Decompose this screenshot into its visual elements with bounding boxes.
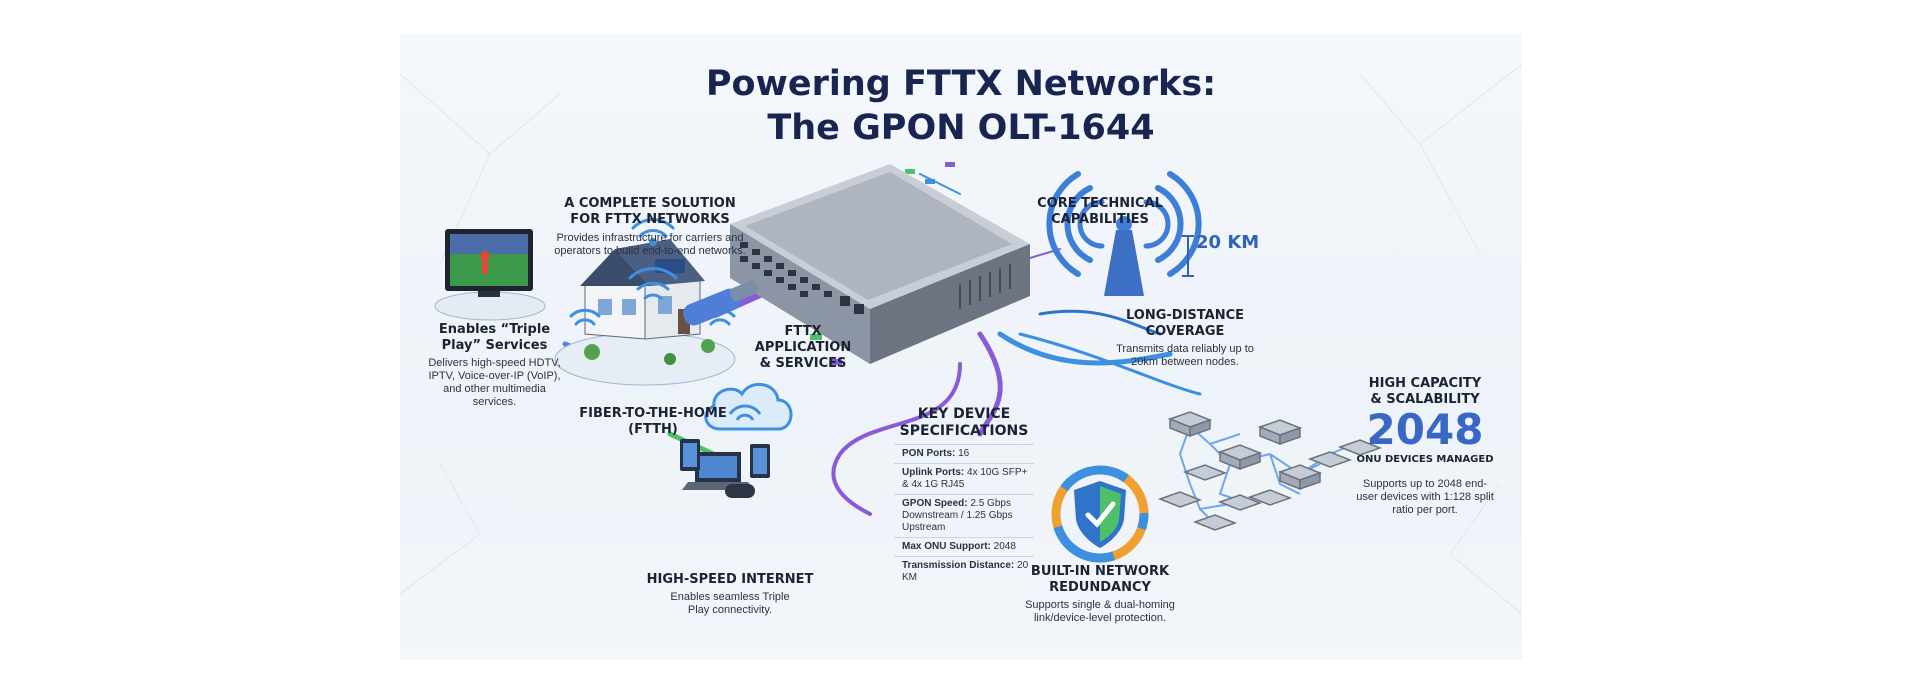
laptop-icon: [682, 452, 754, 490]
gamepad-icon: [725, 484, 755, 498]
core-line-2: CAPABILITIES: [1051, 212, 1149, 227]
capacity-body-1: Supports up to 2048 end-: [1362, 478, 1488, 490]
spec-value: 2048: [993, 541, 1016, 552]
redundancy-body-2: link/device-level protection.: [1033, 612, 1167, 624]
triple-play-heading-1: Enables “Triple: [438, 322, 551, 337]
internet-heading: HIGH-SPEED INTERNET: [646, 572, 814, 587]
triple-play-block: Enables “Triple Play” Services Delivers …: [422, 322, 567, 409]
shield-check-icon: [1051, 465, 1149, 563]
distance-bracket: [1182, 235, 1194, 277]
spec-value: 16: [958, 448, 970, 459]
cloud-icon: [704, 383, 793, 431]
spec-label: Max ONU Support:: [902, 541, 991, 552]
ftth-line-1: FIBER-TO-THE-HOME: [579, 406, 727, 421]
internet-body-1: Enables seamless Triple: [670, 591, 790, 603]
tv-icon: [434, 229, 546, 321]
specs-title-2: SPECIFICATIONS: [899, 423, 1029, 439]
spec-label: Uplink Ports:: [902, 467, 965, 478]
spec-label: Transmission Distance:: [902, 560, 1015, 571]
spec-row: GPON Speed: 2.5 Gbps Downstream / 1.25 G…: [894, 494, 1034, 537]
complete-solution-heading-1: A COMPLETE SOLUTION: [564, 196, 736, 211]
house-icon: [554, 239, 736, 386]
redundancy-heading-1: BUILT-IN NETWORK: [1030, 564, 1170, 579]
triple-play-body-3: and other multimedia: [443, 383, 546, 395]
infographic-card: Powering FTTX Networks: The GPON OLT-164…: [400, 34, 1522, 660]
spec-label: PON Ports:: [902, 448, 956, 459]
internet-body-2: Play connectivity.: [687, 604, 773, 616]
title-line-1: Powering FTTX Networks:: [705, 64, 1217, 104]
fiber-connector-icon: [683, 280, 759, 326]
spec-value: 2.5 Gbps Downstream / 1.25 Gbps Upstream: [902, 498, 1013, 533]
capacity-block: HIGH CAPACITY & SCALABILITY 2048 ONU DEV…: [1345, 376, 1505, 517]
spec-value: 4x 10G SFP+ & 4x 1G RJ45: [902, 467, 1028, 490]
coverage-body-1: Transmits data reliably up to: [1116, 343, 1254, 355]
spec-label: GPON Speed:: [902, 498, 968, 509]
complete-solution-block: A COMPLETE SOLUTION FOR FTTX NETWORKS Pr…: [550, 196, 750, 258]
wifi-icon: [631, 218, 675, 246]
redundancy-body-1: Supports single & dual-homing: [1025, 599, 1175, 611]
triple-play-heading-2: Play” Services: [441, 338, 548, 353]
triple-play-body-2: IPTV, Voice-over-IP (VoIP),: [428, 370, 561, 382]
internet-block: HIGH-SPEED INTERNET Enables seamless Tri…: [640, 572, 820, 617]
complete-solution-body-1: Provides infrastructure for carriers and: [556, 232, 744, 244]
complete-solution-heading-2: FOR FTTX NETWORKS: [570, 212, 730, 227]
page-title: Powering FTTX Networks: The GPON OLT-164…: [581, 62, 1341, 150]
fttx-line-1: FTTX: [784, 324, 822, 339]
fttx-application-label: FTTX APPLICATION & SERVICES: [748, 324, 858, 372]
spec-row: Max ONU Support: 2048: [894, 537, 1034, 556]
tablet-icon: [680, 439, 770, 478]
illustration-layer: [400, 63, 1522, 615]
title-line-2: The GPON OLT-1644: [767, 108, 1155, 148]
capacity-heading-1: HIGH CAPACITY: [1368, 376, 1482, 391]
fttx-line-3: & SERVICES: [759, 356, 847, 371]
redundancy-heading-2: REDUNDANCY: [1049, 580, 1151, 595]
antenna-icon: [1046, 171, 1202, 296]
ftth-line-2: (FTTH): [628, 422, 678, 437]
triple-play-body-1: Delivers high-speed HDTV,: [428, 357, 561, 369]
capacity-body-3: ratio per port.: [1392, 504, 1458, 516]
capacity-heading-2: & SCALABILITY: [1370, 392, 1480, 407]
coverage-heading: LONG-DISTANCE COVERAGE: [1125, 308, 1245, 339]
capacity-sub: ONU DEVICES MANAGED: [1356, 454, 1494, 465]
core-line-1: CORE TECHNICAL: [1037, 196, 1163, 211]
core-capabilities-heading: CORE TECHNICAL CAPABILITIES: [1020, 196, 1180, 228]
ftth-label: FIBER-TO-THE-HOME (FTTH): [568, 406, 738, 438]
coverage-body-2: 20km between nodes.: [1131, 356, 1239, 368]
onu-device-icon: [1157, 411, 1383, 531]
complete-solution-body-2: operators to build end-to-end networks.: [554, 245, 746, 257]
distance-label: 20 KM: [1196, 232, 1260, 253]
onu-count: 2048: [1366, 405, 1484, 454]
spec-row: Transmission Distance: 20 KM: [894, 556, 1034, 587]
specs-title-1: KEY DEVICE: [917, 406, 1011, 422]
key-specs-panel: KEY DEVICE SPECIFICATIONS PON Ports: 16 …: [894, 406, 1034, 612]
triple-play-body-4: services.: [472, 396, 517, 408]
spec-row: PON Ports: 16: [894, 444, 1034, 463]
coverage-block: LONG-DISTANCE COVERAGE Transmits data re…: [1090, 308, 1280, 369]
spec-row: Uplink Ports: 4x 10G SFP+ & 4x 1G RJ45: [894, 463, 1034, 494]
capacity-body-2: user devices with 1:128 split: [1356, 491, 1494, 503]
olt-switch-icon: [730, 164, 1030, 364]
fttx-line-2: APPLICATION: [754, 340, 852, 355]
background-mesh: [400, 63, 1522, 615]
spec-value: 20 KM: [902, 560, 1029, 583]
redundancy-block: BUILT-IN NETWORK REDUNDANCY Supports sin…: [1015, 564, 1185, 625]
